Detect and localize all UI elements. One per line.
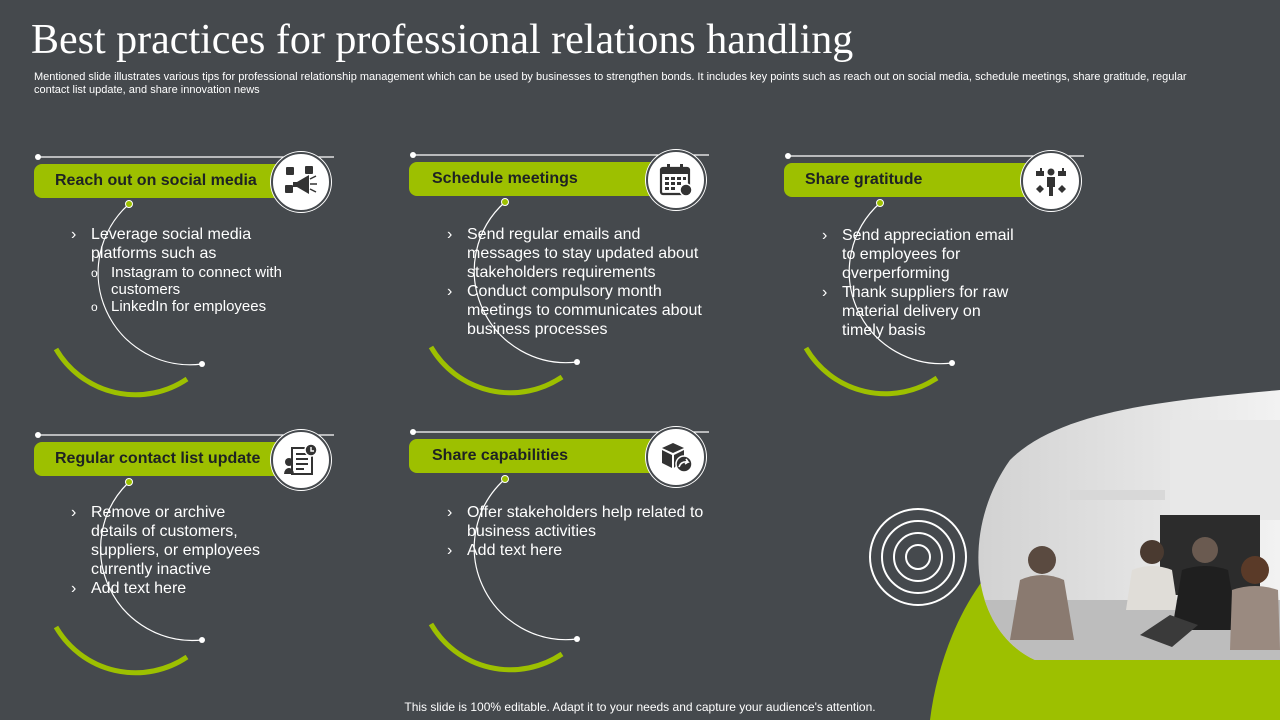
target-circles-decoration — [869, 508, 967, 606]
share-box-icon — [646, 427, 706, 487]
meeting-photo — [870, 380, 1280, 720]
card-heading: Share capabilities — [409, 439, 664, 473]
page-subtitle: Mentioned slide illustrates various tips… — [34, 71, 1187, 96]
list-item: Leverage social media platforms such as … — [71, 225, 311, 316]
sub-list-item: Instagram to connect with customers — [91, 264, 311, 298]
list-item: Remove or archive details of customers, … — [71, 503, 271, 579]
card-heading: Schedule meetings — [409, 162, 664, 196]
social-media-megaphone-icon — [271, 152, 331, 212]
card-bullets: Send appreciation email to employees for… — [822, 226, 1022, 340]
list-item: Add text here — [447, 541, 707, 560]
card-contact-list: Regular contact list update Remove or ar… — [34, 430, 344, 680]
list-item: Send regular emails and messages to stay… — [447, 225, 707, 282]
card-heading: Reach out on social media — [34, 164, 289, 198]
contact-list-icon — [271, 430, 331, 490]
card-bullets: Send regular emails and messages to stay… — [447, 225, 707, 339]
card-bullets: Offer stakeholders help related to busin… — [447, 503, 707, 560]
card-bullets: Leverage social media platforms such as … — [71, 225, 311, 316]
card-schedule-meetings: Schedule meetings Send regular emails an… — [409, 150, 719, 400]
bullet-text: Leverage social media platforms such as — [91, 226, 252, 262]
card-share-gratitude: Share gratitude Send appreciation email … — [784, 151, 1094, 401]
list-item: Send appreciation email to employees for… — [822, 226, 1022, 283]
sub-list-item: LinkedIn for employees — [91, 298, 311, 316]
footer-note: This slide is 100% editable. Adapt it to… — [404, 700, 876, 714]
card-heading: Regular contact list update — [34, 442, 289, 476]
card-heading: Share gratitude — [784, 163, 1039, 197]
card-reach-out: Reach out on social media Leverage socia… — [34, 152, 344, 402]
card-share-capabilities: Share capabilities Offer stakeholders he… — [409, 427, 719, 677]
page-title: Best practices for professional relation… — [31, 17, 854, 63]
list-item: Add text here — [71, 579, 271, 598]
list-item: Offer stakeholders help related to busin… — [447, 503, 707, 541]
card-bullets: Remove or archive details of customers, … — [71, 503, 271, 598]
list-item: Thank suppliers for raw material deliver… — [822, 283, 1022, 340]
list-item: Conduct compulsory month meetings to com… — [447, 282, 707, 339]
gratitude-people-icon — [1021, 151, 1081, 211]
calendar-icon — [646, 150, 706, 210]
